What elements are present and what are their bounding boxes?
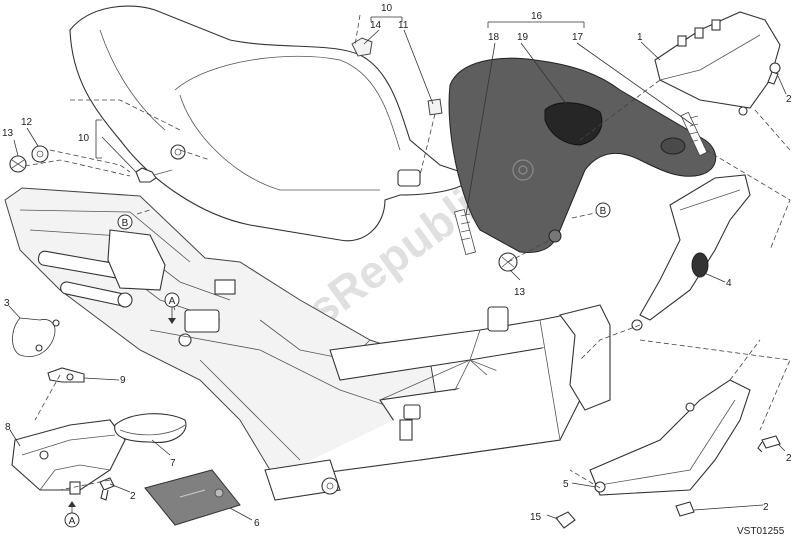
callout-1: 1 — [637, 32, 643, 43]
callout-14: 14 — [370, 20, 382, 31]
seat-pad-11 — [427, 98, 443, 116]
seat-rubber-stud-14 — [351, 37, 373, 57]
callout-5: 5 — [563, 479, 569, 490]
callout-13-right: 13 — [514, 287, 526, 298]
callout-10-top: 10 — [381, 3, 393, 14]
callout-9: 9 — [120, 375, 126, 386]
seat-screw-10 — [135, 167, 173, 183]
ref-b-right: B — [595, 202, 611, 218]
callout-2-right: 2 — [786, 453, 792, 464]
callout-19: 19 — [517, 32, 529, 43]
callout-2-tray: 2 — [130, 491, 136, 502]
rubber-washer-12 — [31, 145, 49, 163]
ref-b-left: B — [117, 214, 133, 230]
callout-7: 7 — [170, 458, 176, 469]
side-panel-4 — [631, 174, 751, 331]
svg-text:A: A — [169, 296, 176, 307]
callout-13-left: 13 — [2, 128, 14, 139]
screw-2-bottom — [675, 501, 695, 517]
callout-2-bottom: 2 — [763, 502, 769, 513]
storage-tray-8 — [11, 419, 126, 495]
callout-15: 15 — [530, 512, 542, 523]
leader-lines — [8, 16, 787, 521]
callout-2-top: 2 — [786, 94, 792, 105]
callout-11: 11 — [398, 20, 409, 31]
callout-12: 12 — [21, 117, 33, 128]
svg-text:B: B — [122, 218, 129, 229]
rear-subframe — [4, 187, 441, 481]
callout-6: 6 — [254, 518, 260, 529]
owner-manual-6 — [144, 469, 241, 526]
screw-2-top — [767, 62, 781, 85]
seat-release-cable-3 — [12, 317, 60, 357]
callout-18: 18 — [488, 32, 500, 43]
drawing-code: VST01255 — [737, 526, 785, 537]
assembly-dash-lines — [24, 14, 791, 491]
main-trellis-frame — [264, 304, 611, 501]
callout-10-left: 10 — [78, 133, 90, 144]
screw-2-right — [757, 435, 781, 453]
svg-text:B: B — [600, 206, 607, 217]
callout-8: 8 — [5, 422, 11, 433]
clip-9 — [47, 367, 85, 383]
callout-4: 4 — [726, 278, 732, 289]
callout-labels: 1 2 2 2 2 3 4 5 6 7 8 9 10 10 11 12 13 1… — [2, 3, 792, 529]
ref-a-tray: A — [64, 501, 80, 528]
callout-16: 16 — [531, 11, 543, 22]
rider-seat — [69, 5, 471, 242]
ref-a-frame: A — [164, 292, 180, 324]
foam-pad-7 — [114, 413, 187, 443]
callout-3: 3 — [4, 298, 10, 309]
callout-17: 17 — [572, 32, 584, 43]
decal-strip-18 — [453, 208, 477, 256]
decal-strip-17 — [680, 111, 708, 157]
svg-text:A: A — [69, 516, 76, 527]
lower-cover-5 — [589, 379, 751, 496]
screw-15 — [555, 511, 576, 529]
support-bracket-1 — [654, 11, 781, 116]
screw-13-left — [9, 155, 27, 173]
